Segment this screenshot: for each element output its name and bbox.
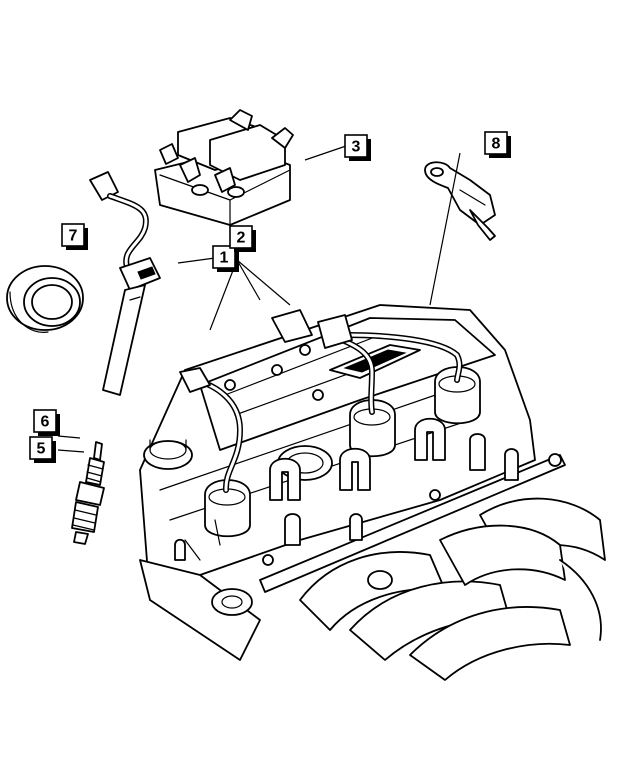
ignition-coil-pack bbox=[154, 109, 294, 226]
callout-7-label: 7 bbox=[69, 228, 78, 245]
callout-1: 1 bbox=[212, 245, 239, 272]
tube-seal bbox=[6, 265, 84, 333]
spark-plug-cable bbox=[89, 171, 161, 396]
callout-6: 6 bbox=[33, 409, 60, 436]
callout-6-label: 6 bbox=[41, 414, 50, 431]
boot-well-1 bbox=[204, 479, 251, 538]
callout-5: 5 bbox=[29, 436, 56, 463]
callout-5-label: 5 bbox=[37, 441, 46, 458]
callout-3: 3 bbox=[344, 134, 371, 161]
callout-8-label: 8 bbox=[492, 136, 501, 153]
boot-well-2 bbox=[349, 399, 396, 458]
callout-3-label: 3 bbox=[352, 139, 361, 156]
sensor-bracket bbox=[424, 161, 496, 241]
spark-plug bbox=[71, 441, 105, 545]
callout-1-label: 1 bbox=[220, 250, 229, 267]
engine-assembly bbox=[139, 304, 606, 681]
intake-manifold bbox=[299, 497, 606, 681]
callout-8: 8 bbox=[484, 131, 511, 158]
callout-2: 2 bbox=[229, 225, 256, 252]
callout-7: 7 bbox=[61, 223, 88, 250]
oil-filler-cap bbox=[143, 439, 193, 470]
callout-2-label: 2 bbox=[237, 230, 246, 247]
boot-well-3 bbox=[434, 366, 481, 425]
